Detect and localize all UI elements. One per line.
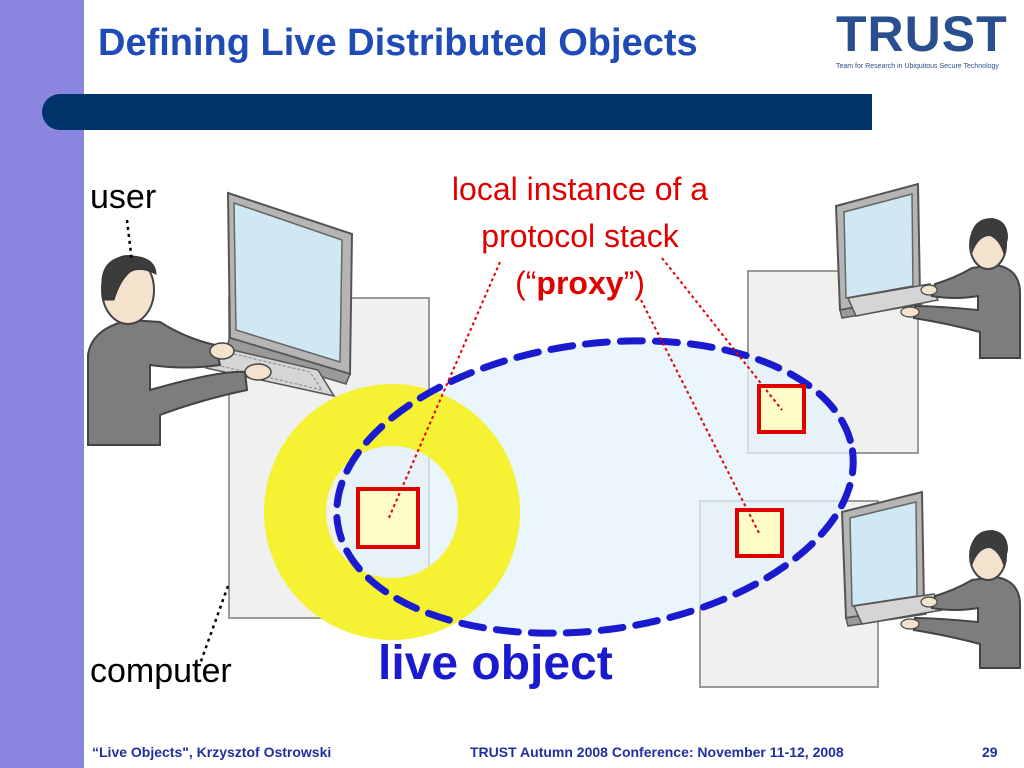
title-underline-bar [42, 94, 872, 130]
proxy-callout: local instance of a protocol stack (“pro… [400, 166, 760, 307]
proxy-bottom-right [735, 508, 784, 558]
callout-line-top-right [661, 257, 783, 411]
footer-page-number: 29 [982, 744, 998, 760]
callout-line-3: (“proxy”) [400, 260, 760, 307]
slide-title: Defining Live Distributed Objects [98, 22, 698, 64]
computer-label: computer [90, 652, 232, 690]
live-object-label: live object [378, 637, 613, 690]
callout-line-left [387, 261, 501, 521]
keyboard-icon-top-right [846, 283, 940, 317]
proxy-left [356, 487, 420, 549]
user-label: user [90, 178, 157, 216]
callout-line-2: protocol stack [481, 218, 679, 254]
monitor-icon-left [224, 191, 354, 385]
footer-conference: TRUST Autumn 2008 Conference: November 1… [470, 744, 844, 760]
logo-word: TRUST [836, 6, 1008, 62]
user-icon-bottom-right [900, 530, 1021, 669]
callout-close-quote: ”) [623, 265, 645, 301]
logo-subtitle: Team for Research in Ubiquitous Secure T… [836, 63, 999, 70]
live-object-boundary [333, 337, 857, 637]
callout-line-bottom-right [640, 299, 760, 534]
monitor-icon-bottom-right [840, 490, 927, 627]
user-icon-top-right [900, 218, 1021, 359]
footer-author: “Live Objects", Krzysztof Ostrowski [92, 744, 332, 760]
callout-open-quote: (“ [515, 265, 537, 301]
callout-line-1: local instance of a [451, 171, 709, 207]
trust-logo: TRUST Team for Research in Ubiquitous Se… [836, 6, 1016, 74]
monitor-icon-top-right [834, 182, 923, 319]
callout-proxy-word: proxy [536, 265, 624, 301]
user-leader-line [125, 219, 134, 263]
user-icon-left [87, 255, 272, 446]
